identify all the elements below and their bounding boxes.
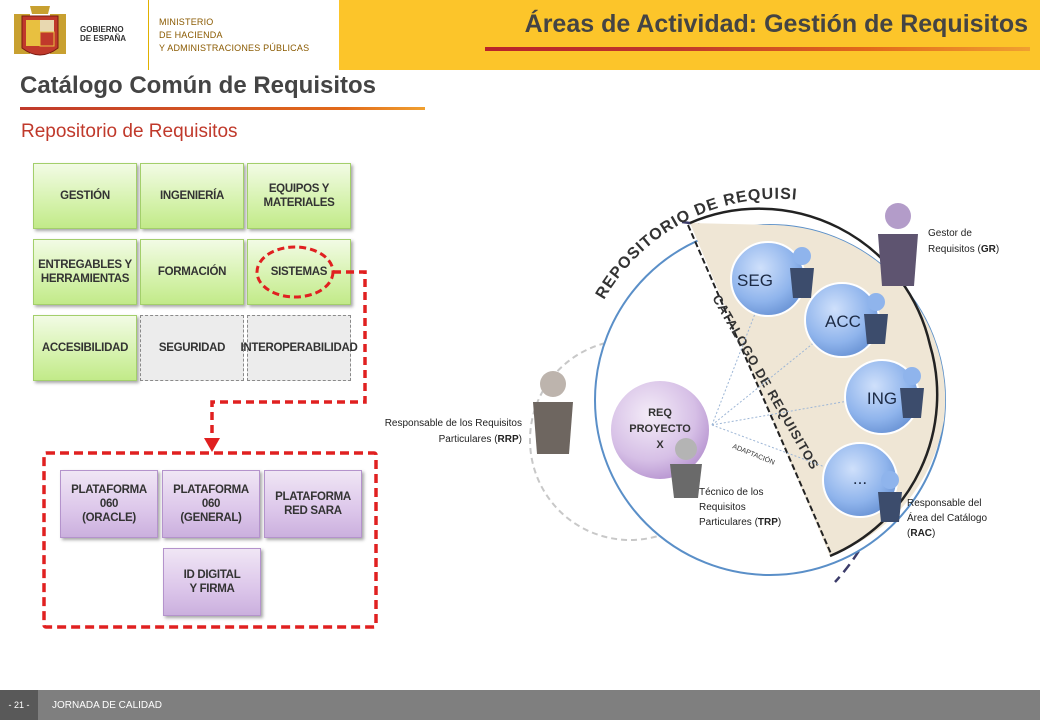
trp-person-icon [670, 438, 702, 498]
rac-role-label: Responsable del Área del Catálogo (RAC) [907, 498, 987, 539]
svg-text:Área del Catálogo: Área del Catálogo [907, 511, 987, 524]
svg-text:ING: ING [867, 389, 897, 408]
rrp-role-label: Responsable de los Requisitos Particular… [385, 418, 522, 445]
system-card-3: PLATAFORMA RED SARA [264, 470, 362, 538]
highlight-ellipse [255, 245, 335, 299]
svg-text:Requisitos: Requisitos [699, 502, 746, 513]
gr-person-icon [878, 203, 918, 286]
gr-role-label: Gestor de Requisitos (GR) [928, 228, 999, 255]
system-card-2: PLATAFORMA 060 (GENERAL) [162, 470, 260, 538]
svg-text:SEG: SEG [737, 271, 773, 290]
trp-role-label: Técnico de los Requisitos Particulares (… [699, 487, 781, 528]
svg-text:Responsable del: Responsable del [907, 498, 982, 509]
system-card-1: PLATAFORMA 060 (ORACLE) [60, 470, 158, 538]
footer-bar: - 21 - JORNADA DE CALIDAD [0, 690, 1040, 720]
footer-event: JORNADA DE CALIDAD [52, 700, 163, 711]
ministry-name: MINISTERIO DE HACIENDA Y ADMINISTRACIONE… [159, 17, 310, 53]
category-card-2: INGENIERÍA [140, 163, 244, 229]
section-underline [20, 107, 425, 110]
svg-text:Particulares (TRP): Particulares (TRP) [699, 517, 781, 528]
connector-line [210, 270, 367, 445]
ministry-box: MINISTERIO DE HACIENDA Y ADMINISTRACIONE… [148, 0, 339, 70]
coat-of-arms-icon [14, 6, 66, 56]
subtitle: Repositorio de Requisitos [21, 121, 238, 142]
seg-person-icon [790, 247, 814, 298]
svg-text:Técnico de los: Técnico de los [699, 487, 763, 498]
svg-text:Responsable de los Requisitos: Responsable de los Requisitos [385, 418, 522, 429]
svg-text:Requisitos (GR): Requisitos (GR) [928, 244, 999, 255]
category-card-5: FORMACIÓN [140, 239, 244, 305]
svg-text:Particulares (RRP): Particulares (RRP) [439, 434, 522, 445]
category-card-4: ENTREGABLES Y HERRAMIENTAS [33, 239, 137, 305]
svg-text:X: X [656, 439, 664, 451]
category-card-7: ACCESIBILIDAD [33, 315, 137, 381]
rac-person-icon [878, 471, 902, 522]
svg-text:ACC: ACC [825, 312, 861, 331]
svg-text:Gestor de: Gestor de [928, 228, 972, 239]
system-card-4: ID DIGITAL Y FIRMA [163, 548, 261, 616]
svg-text:PROYECTO: PROYECTO [629, 423, 691, 435]
government-logo: GOBIERNO DE ESPAÑA [0, 0, 148, 70]
header-bar: GOBIERNO DE ESPAÑA MINISTERIO DE HACIEND… [0, 0, 1040, 70]
svg-text:(RAC): (RAC) [907, 528, 935, 539]
catalog-divider [687, 224, 833, 557]
category-card-8: SEGURIDAD [140, 315, 244, 381]
ing-person-icon [900, 367, 924, 418]
svg-text:REQ: REQ [648, 407, 672, 419]
section-title: Catálogo Común de Requisitos [20, 72, 377, 99]
acc-person-icon [864, 293, 888, 344]
government-name: GOBIERNO DE ESPAÑA [80, 25, 127, 43]
area-bubble-ing: ING [844, 359, 920, 435]
page-number: - 21 - [0, 690, 38, 720]
systems-container [42, 451, 378, 629]
page-title: Áreas de Actividad: Gestión de Requisito… [524, 10, 1028, 38]
category-card-3: EQUIPOS Y MATERIALES [247, 163, 351, 229]
rrp-person-icon [533, 371, 573, 454]
category-card-9: INTEROPERABILIDAD [241, 315, 358, 381]
title-underline [485, 47, 1030, 51]
area-bubble-seg: SEG [730, 241, 806, 317]
category-card-1: GESTIÓN [33, 163, 137, 229]
connector-arrow-icon [204, 438, 220, 452]
svg-text:...: ... [853, 469, 867, 488]
repository-diagram: REPOSITORIO DE REQUISITOS CATALOGO DE RE… [0, 0, 999, 629]
